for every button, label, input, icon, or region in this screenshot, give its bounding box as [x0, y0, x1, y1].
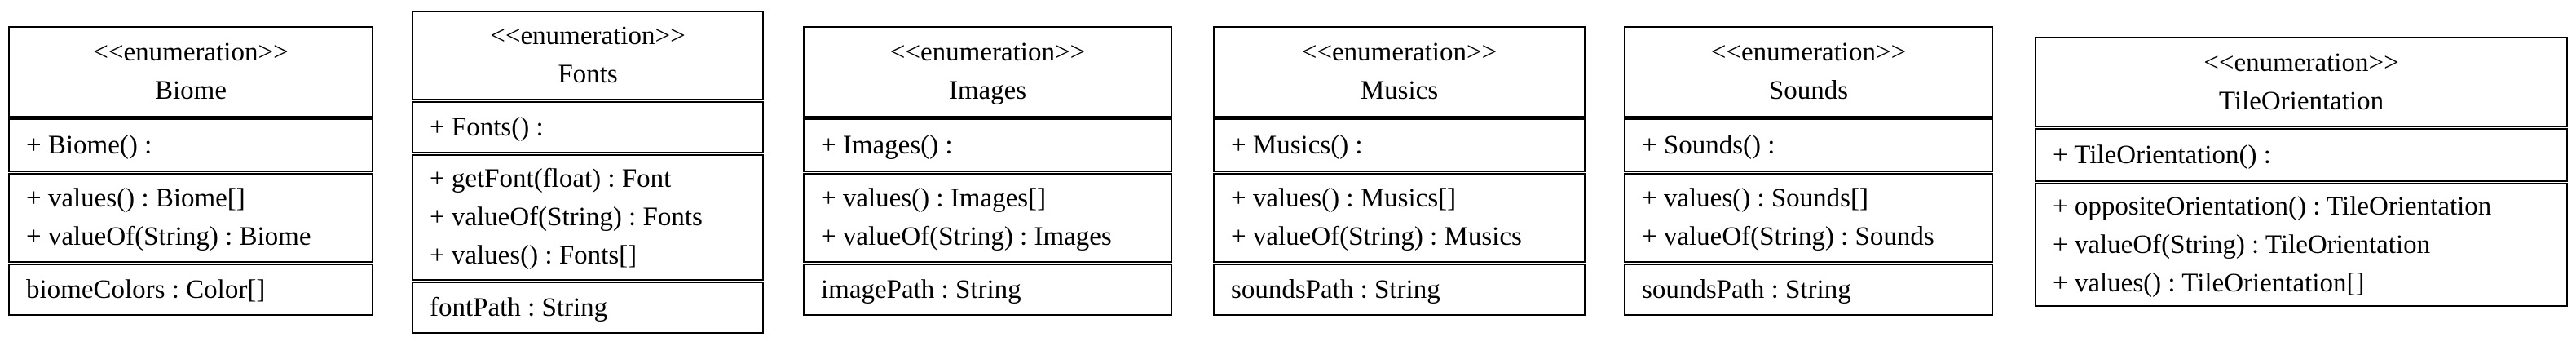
class-stereotype: <<enumeration>> — [889, 38, 1086, 67]
attribute-signature: biomeColors : Color[] — [26, 274, 266, 304]
method-signature: + values() : Biome[] — [26, 184, 245, 213]
class-header: <<enumeration>> TileOrientation — [2035, 37, 2568, 127]
constructor-compartment: + Fonts() : — [412, 101, 764, 153]
method-signature: + valueOf(String) : Images — [821, 222, 1112, 251]
class-header: <<enumeration>> Sounds — [1624, 26, 1993, 118]
attribute-signature: soundsPath : String — [1231, 274, 1440, 304]
constructor-compartment: + Biome() : — [8, 118, 373, 172]
enum-class-sounds: <<enumeration>> Sounds + Sounds() : + va… — [1624, 26, 1993, 316]
class-header: <<enumeration>> Images — [803, 26, 1172, 118]
enum-class-musics: <<enumeration>> Musics + Musics() : + va… — [1213, 26, 1586, 316]
method-signature: + values() : Musics[] — [1231, 184, 1457, 213]
class-name: Sounds — [1768, 76, 1849, 105]
class-stereotype: <<enumeration>> — [1301, 38, 1498, 67]
enum-class-biome: <<enumeration>> Biome + Biome() : + valu… — [8, 26, 373, 316]
methods-compartment: + values() : Musics[] + valueOf(String) … — [1213, 173, 1586, 263]
method-signature: + values() : Images[] — [821, 184, 1047, 213]
constructor-compartment: + Sounds() : — [1624, 118, 1993, 172]
methods-compartment: + values() : Biome[] + valueOf(String) :… — [8, 173, 373, 263]
constructor-signature: + TileOrientation() : — [2053, 140, 2271, 170]
constructor-compartment: + Images() : — [803, 118, 1172, 172]
method-signature: + valueOf(String) : Biome — [26, 222, 311, 251]
enum-class-images: <<enumeration>> Images + Images() : + va… — [803, 26, 1172, 316]
attributes-compartment: imagePath : String — [803, 264, 1172, 316]
method-signature: + valueOf(String) : Musics — [1231, 222, 1522, 251]
class-name: Biome — [155, 76, 227, 105]
method-signature: + values() : TileOrientation[] — [2053, 268, 2365, 298]
methods-compartment: + oppositeOrientation() : TileOrientatio… — [2035, 183, 2568, 307]
constructor-signature: + Images() : — [821, 130, 953, 160]
method-signature: + oppositeOrientation() : TileOrientatio… — [2053, 191, 2492, 221]
class-name: Musics — [1360, 76, 1439, 105]
method-signature: + values() : Sounds[] — [1642, 184, 1868, 213]
methods-compartment: + values() : Images[] + valueOf(String) … — [803, 173, 1172, 263]
constructor-compartment: + TileOrientation() : — [2035, 128, 2568, 182]
constructor-signature: + Biome() : — [26, 130, 152, 160]
constructor-compartment: + Musics() : — [1213, 118, 1586, 172]
method-signature: + valueOf(String) : TileOrientation — [2053, 229, 2431, 260]
class-stereotype: <<enumeration>> — [93, 38, 289, 67]
class-name: Images — [948, 76, 1027, 105]
class-header: <<enumeration>> Biome — [8, 26, 373, 118]
attributes-compartment: biomeColors : Color[] — [8, 264, 373, 316]
class-header: <<enumeration>> Musics — [1213, 26, 1586, 118]
class-stereotype: <<enumeration>> — [2203, 47, 2399, 78]
method-signature: + values() : Fonts[] — [430, 241, 637, 270]
class-name: TileOrientation — [2218, 86, 2384, 116]
attributes-compartment: soundsPath : String — [1213, 264, 1586, 316]
class-name: Fonts — [558, 60, 618, 89]
enum-class-fonts: <<enumeration>> Fonts + Fonts() : + getF… — [412, 11, 764, 334]
methods-compartment: + values() : Sounds[] + valueOf(String) … — [1624, 173, 1993, 263]
enum-class-tileorientation: <<enumeration>> TileOrientation + TileOr… — [2035, 37, 2568, 307]
attributes-compartment: soundsPath : String — [1624, 264, 1993, 316]
constructor-signature: + Musics() : — [1231, 130, 1363, 160]
attribute-signature: imagePath : String — [821, 274, 1021, 304]
methods-compartment: + getFont(float) : Font + valueOf(String… — [412, 154, 764, 281]
constructor-signature: + Fonts() : — [430, 112, 544, 142]
attribute-signature: fontPath : String — [430, 292, 608, 322]
method-signature: + valueOf(String) : Fonts — [430, 202, 703, 232]
method-signature: + getFont(float) : Font — [430, 164, 672, 193]
constructor-signature: + Sounds() : — [1642, 130, 1775, 160]
attribute-signature: soundsPath : String — [1642, 274, 1851, 304]
class-stereotype: <<enumeration>> — [490, 21, 686, 51]
method-signature: + valueOf(String) : Sounds — [1642, 222, 1934, 251]
attributes-compartment: fontPath : String — [412, 282, 764, 334]
class-stereotype: <<enumeration>> — [1710, 38, 1907, 67]
class-header: <<enumeration>> Fonts — [412, 11, 764, 100]
